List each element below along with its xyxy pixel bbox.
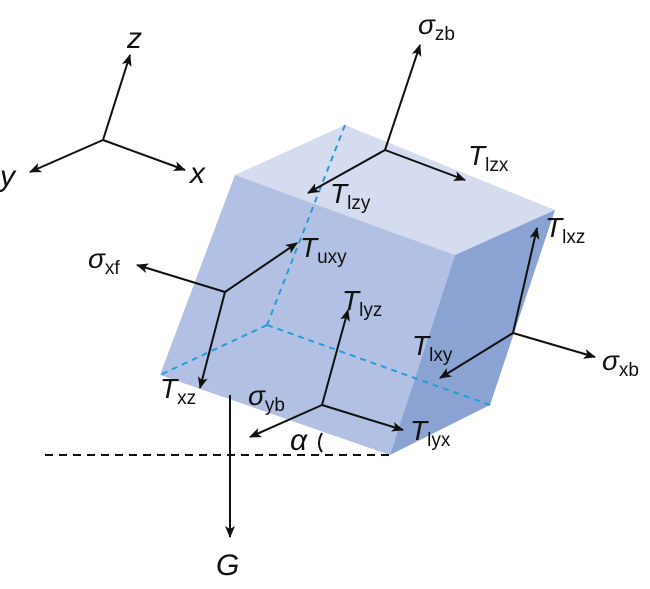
- tau-uxy-label: Tuxy: [300, 232, 347, 268]
- cube-right-face: [390, 210, 555, 455]
- sigma-xf-arrow: [136, 263, 226, 293]
- tau-lzy-label: Tlzy: [330, 178, 371, 214]
- angle-arc: [318, 432, 323, 453]
- sigma-zb-label: σzb: [418, 9, 455, 45]
- tau-lyz-label: Tlyz: [342, 285, 382, 321]
- z-axis-label: z: [126, 22, 142, 55]
- gravity-label: G: [216, 549, 239, 582]
- tau-xz-label: Txz: [160, 373, 196, 409]
- tau-lxz-arrow: [512, 227, 540, 334]
- tau-lzy-arrow: [307, 149, 386, 194]
- tau-lyz-arrow: [321, 309, 350, 406]
- cube-top-face: [235, 125, 555, 255]
- alpha-angle-label: α: [290, 424, 308, 457]
- tau-xz-arrow: [197, 291, 226, 389]
- tau-lyx-arrow: [321, 404, 404, 432]
- sigma-zb-arrow: [384, 44, 422, 151]
- sigma-yb-arrow: [249, 404, 323, 438]
- tau-lxz-label: Tlxz: [545, 212, 585, 248]
- tau-lxy-arrow: [439, 332, 514, 379]
- sigma-xb-label: σxb: [602, 345, 639, 381]
- tau-lzx-label: Tlzx: [468, 140, 509, 176]
- y-axis-arrow: [29, 139, 104, 173]
- x-axis-arrow: [102, 139, 186, 171]
- coordinate-axes: [29, 54, 186, 173]
- tau-uxy-arrow: [224, 242, 298, 293]
- sigma-xb-arrow: [512, 332, 596, 359]
- sigma-yb-label: σyb: [248, 380, 285, 416]
- sigma-xf-label: σxf: [88, 243, 120, 279]
- x-axis-label: x: [188, 157, 206, 190]
- tau-lyx-label: Tlyx: [410, 415, 451, 451]
- hidden-edges: [159, 124, 491, 406]
- y-axis-label: y: [0, 160, 17, 193]
- tau-lzx-arrow: [384, 149, 466, 181]
- z-axis-arrow: [102, 54, 132, 141]
- cube-front-face: [160, 175, 455, 455]
- tau-lxy-label: Tlxy: [412, 330, 453, 366]
